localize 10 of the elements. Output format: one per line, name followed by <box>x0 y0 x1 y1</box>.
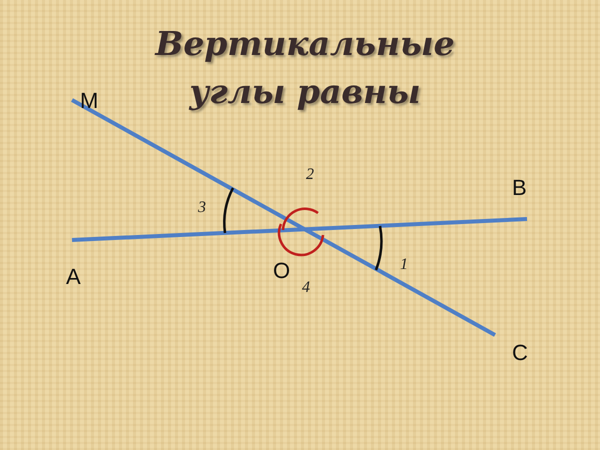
point-label: M <box>80 88 98 114</box>
angle-number: 1 <box>400 256 408 274</box>
angle-number: 3 <box>198 199 206 217</box>
title: Вертикальные углы равны <box>154 23 456 113</box>
angle-number: 4 <box>302 279 310 297</box>
point-label: A <box>66 264 81 290</box>
point-label: O <box>273 258 290 284</box>
point-label: B <box>512 175 527 201</box>
angle-number: 2 <box>306 166 314 184</box>
point-label: C <box>512 340 528 366</box>
